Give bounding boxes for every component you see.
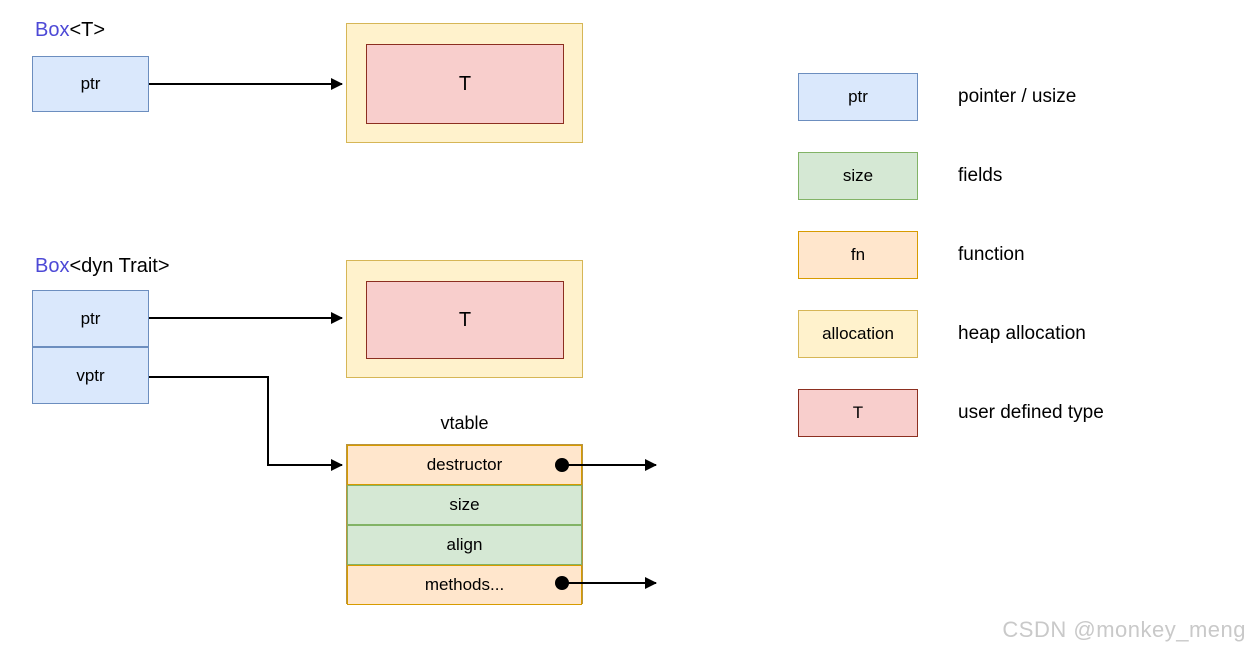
vtable-row-label: size bbox=[449, 495, 480, 514]
box-t-value-label: T bbox=[458, 72, 472, 95]
box-dyn-ptr-label: ptr bbox=[80, 308, 101, 328]
legend-desc-fields: fields bbox=[958, 165, 1003, 186]
box-dyn-ptr-cell: ptr bbox=[32, 290, 149, 347]
vtable-row-label: align bbox=[446, 535, 483, 554]
legend-swatch-fields: size bbox=[798, 152, 918, 200]
box-t-value: T bbox=[366, 44, 564, 124]
vtable-row-destructor: destructor bbox=[347, 445, 582, 485]
legend-swatch-function: fn bbox=[798, 231, 918, 279]
box-dyn-trait-keyword: Box bbox=[35, 255, 70, 277]
box-t-ptr-label: ptr bbox=[80, 74, 101, 93]
legend-desc-function: function bbox=[958, 244, 1025, 265]
box-dyn-value-label: T bbox=[458, 308, 472, 331]
legend-swatch-label: allocation bbox=[822, 324, 894, 343]
box-dyn-trait-type-param: <dyn Trait> bbox=[69, 255, 170, 277]
vptr-to-vtable-arrow bbox=[149, 376, 343, 471]
box-dyn-heap-allocation: T bbox=[346, 260, 583, 378]
legend-swatch-label: ptr bbox=[848, 87, 868, 106]
box-t-keyword: Box bbox=[35, 19, 70, 41]
box-t-ptr-cell: ptr bbox=[32, 56, 149, 112]
legend-swatch-label: fn bbox=[850, 245, 866, 264]
vtable-title: vtable bbox=[440, 413, 489, 433]
vtable-row-methods: methods... bbox=[347, 565, 582, 605]
legend-swatch-label: T bbox=[852, 403, 864, 422]
vtable-row-label: destructor bbox=[426, 455, 503, 474]
legend-desc-user-type: user defined type bbox=[958, 402, 1104, 423]
box-dyn-trait-title: Box<dyn Trait> bbox=[35, 255, 170, 278]
vtable-row-label: methods... bbox=[424, 575, 505, 594]
box-t-type-param: <T> bbox=[69, 19, 106, 41]
legend-swatch-user-type: T bbox=[798, 389, 918, 437]
box-t-heap-allocation: T bbox=[346, 23, 583, 143]
legend-desc-allocation: heap allocation bbox=[958, 323, 1086, 344]
box-dyn-vptr-cell: vptr bbox=[32, 347, 149, 404]
vtable: destructor size align methods... bbox=[346, 444, 583, 605]
legend-swatch-pointer: ptr bbox=[798, 73, 918, 121]
vtable-row-size: size bbox=[347, 485, 582, 525]
box-dyn-value: T bbox=[366, 281, 564, 359]
box-dyn-vptr-label: vptr bbox=[76, 365, 105, 385]
box-t-title: Box<T> bbox=[35, 19, 105, 42]
legend-swatch-allocation: allocation bbox=[798, 310, 918, 358]
watermark: CSDN @monkey_meng bbox=[1002, 617, 1246, 642]
legend-desc-pointer: pointer / usize bbox=[958, 86, 1077, 107]
legend-swatch-label: size bbox=[842, 166, 874, 185]
vtable-row-align: align bbox=[347, 525, 582, 565]
